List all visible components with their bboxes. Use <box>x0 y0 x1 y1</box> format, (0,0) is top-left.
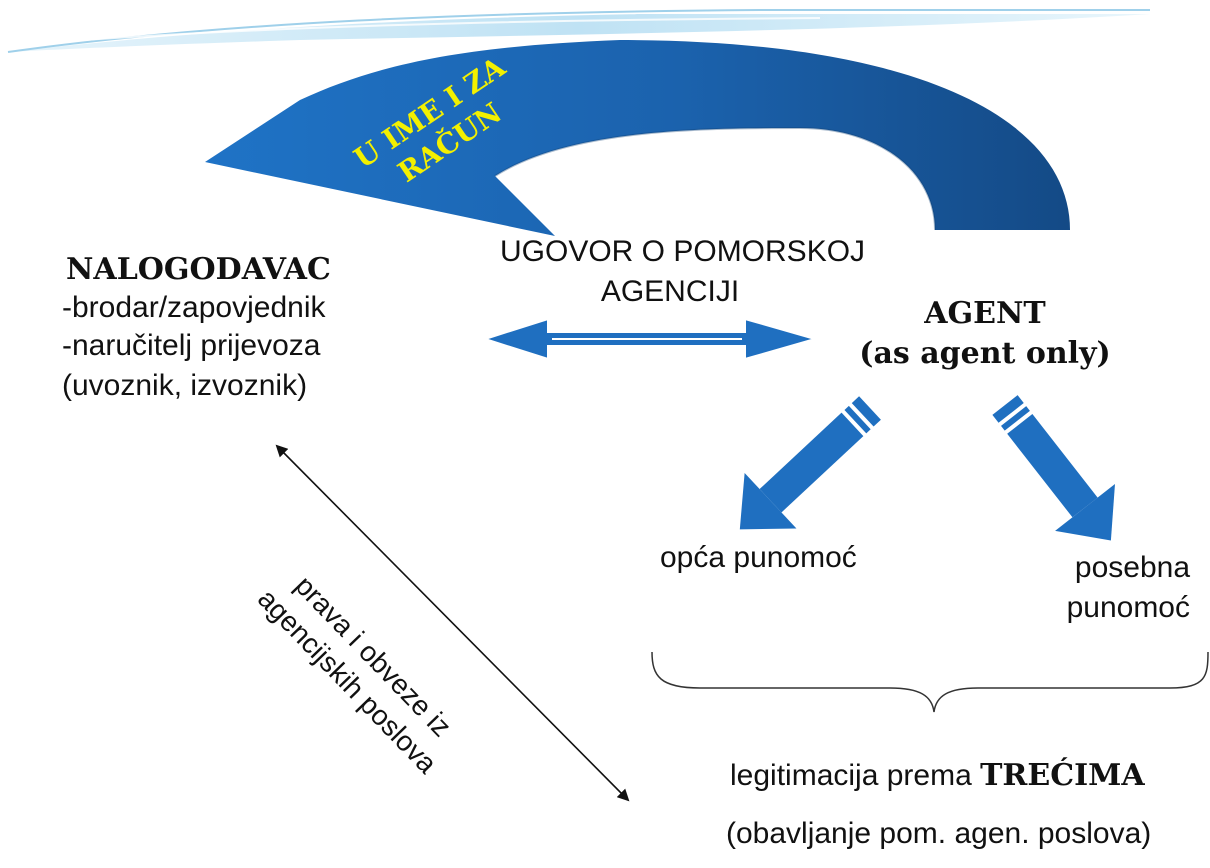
rights-obligations-arrow <box>275 444 630 802</box>
contract-label-line2: AGENCIJI <box>600 275 740 308</box>
third-parties-emphasis: TREĆIMA <box>980 758 1145 793</box>
agent-label: AGENT (as agent only) <box>820 294 1150 374</box>
special-authority-arrow <box>992 395 1115 541</box>
authority-brace <box>651 651 1209 713</box>
agent-label-line1: AGENT <box>924 296 1046 331</box>
special-authority-line1: posebna <box>1074 551 1190 584</box>
contract-label: UGOVOR O POMORSKOJ AGENCIJI <box>500 232 866 312</box>
agent-label-line2: (as agent only) <box>859 336 1111 371</box>
curved-arrow <box>205 40 1070 236</box>
principal-line-shipowner: -brodar/zapovjednik <box>62 291 326 324</box>
principal-title: NALOGODAVAC <box>66 252 331 287</box>
special-authority-line2: punomoć <box>1066 591 1190 624</box>
special-authority-label: posebna punomoć <box>1020 548 1190 628</box>
third-parties-activity: (obavljanje pom. agen. poslova) <box>726 817 1152 850</box>
third-parties-prefix: legitimacija prema <box>730 759 981 792</box>
top-banner <box>7 9 1150 53</box>
general-authority-label: opća punomoć <box>660 541 857 574</box>
principal-line-importer-exporter: (uvoznik, izvoznik) <box>62 369 308 402</box>
contract-label-line1: UGOVOR O POMORSKOJ <box>500 235 866 268</box>
general-authority-arrow <box>739 396 881 530</box>
third-parties-label: legitimacija prema TREĆIMA <box>730 756 1145 796</box>
contract-double-arrow <box>481 317 819 361</box>
principal-line-customer: -naručitelj prijevoza <box>62 329 321 362</box>
